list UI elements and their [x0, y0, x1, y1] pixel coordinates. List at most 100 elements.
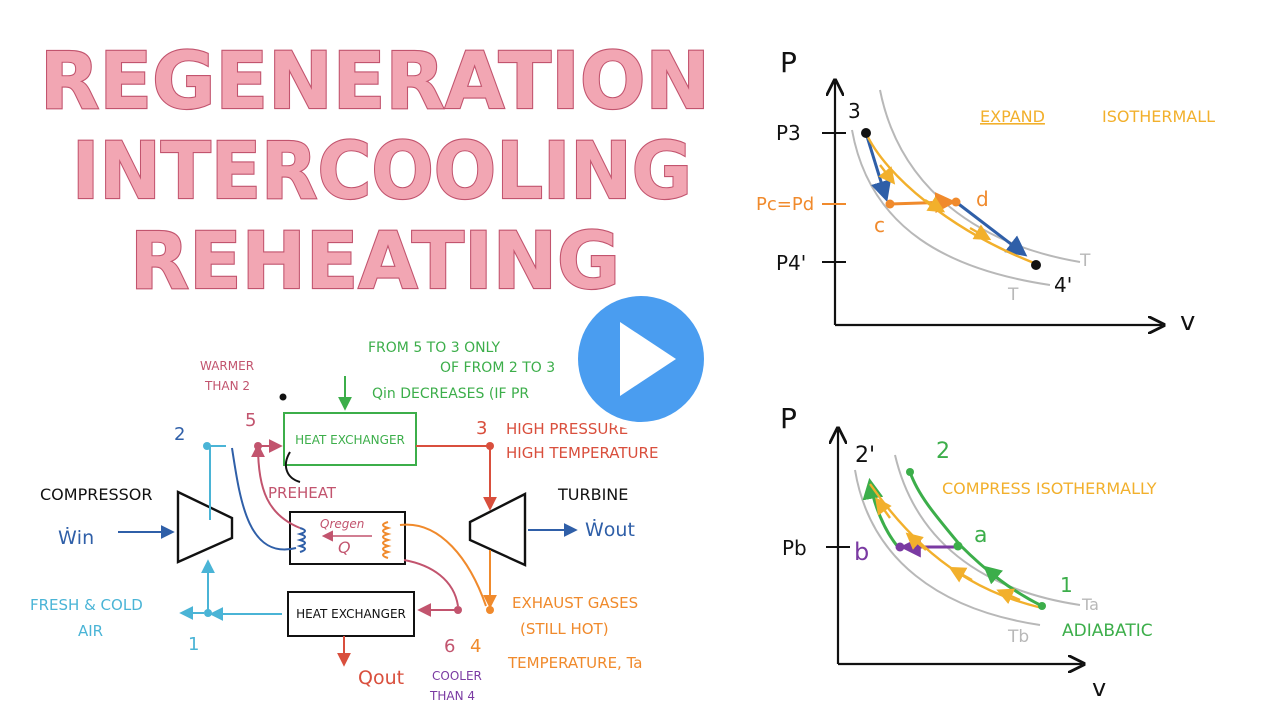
- regenerator-q-label: Q: [338, 538, 351, 557]
- orange-arrow-2: [948, 566, 973, 583]
- flow-2-to-regen: [231, 447, 297, 551]
- label-bottom-1: 1: [1060, 573, 1073, 597]
- title-block: REGENERATION INTERCOOLING REHEATING: [39, 36, 711, 308]
- heat-exchanger-top: [283, 412, 417, 466]
- state-3-dot: [486, 442, 494, 450]
- label-top-3: 3: [848, 99, 861, 123]
- state-d-dot: [951, 197, 961, 207]
- wout-label: Ẇout: [585, 518, 635, 541]
- label-top-d: d: [976, 187, 989, 211]
- state-4p-dot: [1031, 260, 1041, 270]
- label-top-c: c: [874, 213, 885, 237]
- label-p3: P3: [776, 121, 801, 145]
- label-point-3: 3: [476, 418, 487, 439]
- flow-regen-to-6: [403, 559, 459, 607]
- label-bottom-a: a: [974, 523, 987, 548]
- fresh-air-line-1: FRESH & COLD: [30, 596, 143, 614]
- warmer-line-2: THAN 2: [204, 379, 250, 393]
- state-1-bottom-dot: [1038, 602, 1046, 610]
- label-isothermal: ISOTHERMALL: [1102, 107, 1215, 126]
- label-bottom-2: 2: [936, 439, 950, 464]
- label-adiabatic: ADIABATIC: [1062, 621, 1153, 641]
- green-arrow-1: [983, 565, 1003, 585]
- note-line-2: OF FROM 2 TO 3: [440, 360, 555, 376]
- isotherm-top-lower: [851, 129, 1051, 286]
- label-compress-isothermally: COMPRESS ISOTHERMALLY: [942, 479, 1157, 498]
- orange-arrow-1: [996, 588, 1021, 605]
- win-label: Ẇin: [58, 526, 94, 549]
- pv-top-v-label: v: [1180, 307, 1195, 337]
- cooler-line-1: COOLER: [432, 669, 482, 683]
- path-a-to-2: [908, 471, 962, 546]
- label-bottom-2p: 2': [855, 443, 875, 468]
- label-point-6: 6: [444, 636, 455, 657]
- compressor-shape: [176, 490, 234, 564]
- warmer-line-1: WARMER: [200, 359, 254, 373]
- regen-hot-coil: [382, 521, 392, 559]
- orange-arrow-3: [905, 532, 927, 551]
- regen-cold-coil: [296, 527, 306, 553]
- heat-exchanger-top-label: HEAT EXCHANGER: [295, 433, 405, 447]
- pv-bottom-v-label: v: [1092, 674, 1106, 702]
- fresh-air-line-2: AIR: [78, 622, 103, 640]
- label-top-4p: 4': [1054, 273, 1072, 297]
- cooler-line-2: THAN 4: [429, 689, 475, 703]
- label-expand: EXPAND: [980, 107, 1045, 126]
- high-temperature-label: HIGH TEMPERATURE: [506, 444, 658, 462]
- isotherm-bottom-tb: [854, 469, 1041, 626]
- preheat-label: PREHEAT: [268, 484, 337, 502]
- pv-bottom-p-label: P: [780, 402, 797, 435]
- label-top-t-upper: T: [1079, 251, 1091, 271]
- orange-arrow-4: [875, 497, 892, 519]
- pv-diagram-bottom: P v Pb 2' 2 a b 1 Ta Tb COMPRESS ISOTHER…: [780, 402, 1157, 702]
- high-pressure-label: HIGH PRESSURE: [506, 420, 628, 438]
- exhaust-line-3: TEMPERATURE, Ta: [507, 654, 642, 672]
- turbine-shape: [468, 492, 527, 567]
- label-pb: Pb: [782, 536, 807, 560]
- exchanger-hook: [284, 451, 301, 483]
- path-3-to-c: [864, 132, 892, 203]
- label-tb: Tb: [1007, 627, 1029, 647]
- label-point-5: 5: [245, 410, 256, 431]
- label-pc-pd: Pc=Pd: [756, 194, 814, 215]
- heat-exchanger-bottom: [287, 591, 415, 637]
- turbine-label: TURBINE: [557, 485, 628, 504]
- compressor-label: COMPRESSOR: [40, 485, 152, 504]
- label-top-t-lower: T: [1007, 285, 1019, 305]
- state-4-dot: [486, 606, 494, 614]
- label-point-4: 4: [470, 636, 481, 657]
- yellow-arrow-1: [878, 164, 896, 185]
- label-ta: Ta: [1081, 595, 1099, 614]
- state-6-dot: [454, 606, 462, 614]
- warmer-dot: [279, 393, 287, 401]
- play-icon[interactable]: [620, 322, 676, 396]
- yellow-arrow-3: [969, 224, 992, 241]
- path-b-to-2p: [862, 477, 900, 548]
- path-d-to-4: [955, 200, 1028, 257]
- path-1-to-a: [958, 543, 1043, 608]
- state-b-dot: [895, 542, 905, 552]
- label-p4: P4': [776, 251, 806, 275]
- state-2-bottom-dot: [906, 468, 914, 476]
- isotherm-bottom-ta: [894, 454, 1081, 606]
- exhaust-line-1: EXHAUST GASES: [512, 594, 638, 612]
- state-a-dot: [953, 541, 963, 551]
- state-c-dot: [885, 199, 895, 209]
- pv-diagram-top: P v P3 Pc=Pd P4' 3 c d 4' T T EXPAND ISO…: [756, 46, 1215, 337]
- exhaust-line-2: (STILL HOT): [520, 620, 609, 638]
- state-3-top-dot: [861, 128, 871, 138]
- flow-4-to-regen: [399, 523, 487, 607]
- state-2-dot: [203, 442, 211, 450]
- regenerator-box: [289, 511, 406, 565]
- title-line-2: INTERCOOLING: [72, 127, 692, 217]
- label-point-2: 2: [174, 424, 185, 445]
- heat-exchanger-bottom-label: HEAT EXCHANGER: [296, 607, 406, 621]
- state-1-dot: [204, 609, 212, 617]
- cycle-schematic: COMPRESSOR Ẇin TURBINE Ẇout HEAT EXCHANG…: [30, 340, 658, 703]
- pv-top-p-label: P: [780, 46, 797, 79]
- label-point-1: 1: [188, 634, 199, 655]
- flow-regen-to-5: [251, 443, 301, 529]
- qout-label: Qout: [358, 667, 404, 689]
- play-button[interactable]: [570, 288, 712, 430]
